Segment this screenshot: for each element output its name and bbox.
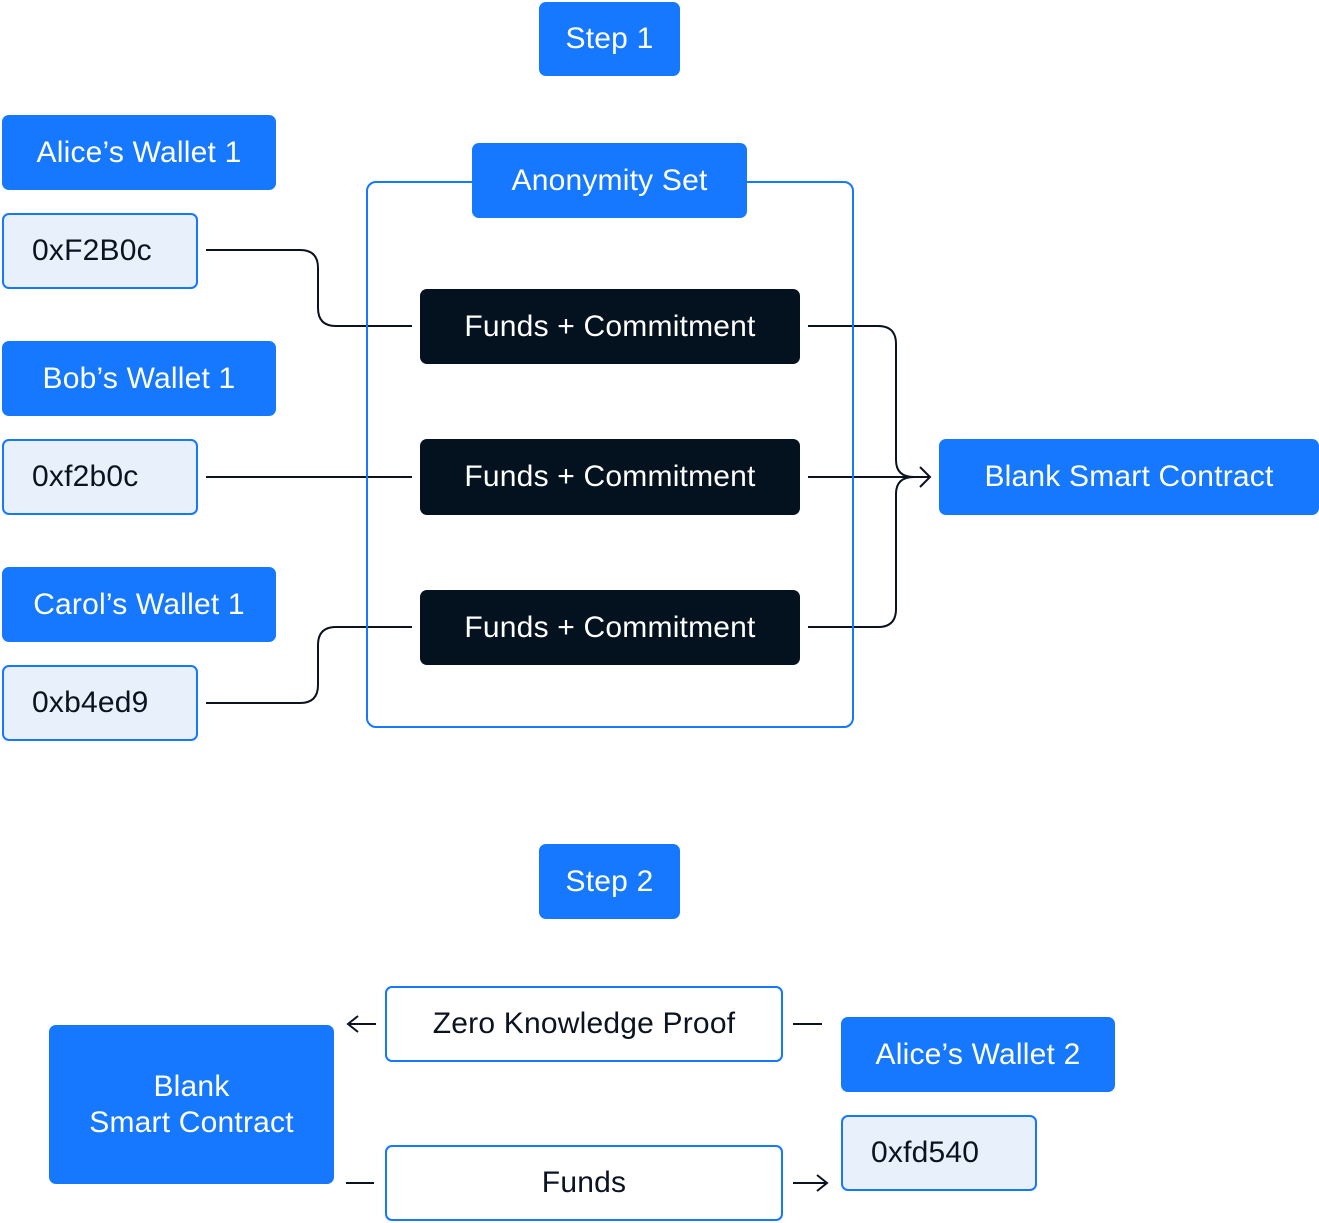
wallet-address-alice-2: 0xfd540 (841, 1115, 1037, 1191)
funds-commitment-1: Funds + Commitment (420, 289, 800, 364)
arrowhead-proof-left (346, 1015, 359, 1033)
contract-line-1: Blank (153, 1069, 230, 1103)
anonymity-set-label: Anonymity Set (472, 143, 747, 218)
connector-carol-to-commitment (206, 626, 412, 704)
wallet-address-bob-1: 0xf2b0c (2, 439, 198, 515)
arrowhead-funds-right (816, 1174, 829, 1192)
blank-smart-contract-step2: Blank Smart Contract (49, 1025, 334, 1184)
zero-knowledge-proof: Zero Knowledge Proof (385, 986, 783, 1062)
arrowhead-contract (919, 466, 932, 488)
step-1-label: Step 1 (539, 2, 680, 76)
wallet-name-carol-1: Carol’s Wallet 1 (2, 567, 276, 642)
wallet-address-carol-1: 0xb4ed9 (2, 665, 198, 741)
funds-commitment-3: Funds + Commitment (420, 590, 800, 665)
wallet-name-bob-1: Bob’s Wallet 1 (2, 341, 276, 416)
wallet-address-alice-1: 0xF2B0c (2, 213, 198, 289)
wallet-name-alice-2: Alice’s Wallet 2 (841, 1017, 1115, 1092)
connector-commitment3-to-contract (808, 476, 930, 628)
connector-alice-to-commitment (206, 249, 412, 327)
wallet-name-alice-1: Alice’s Wallet 1 (2, 115, 276, 190)
funds-box: Funds (385, 1145, 783, 1221)
blank-smart-contract: Blank Smart Contract (939, 439, 1319, 515)
funds-commitment-2: Funds + Commitment (420, 439, 800, 515)
step-2-label: Step 2 (539, 844, 680, 919)
contract-line-2: Smart Contract (89, 1105, 294, 1139)
